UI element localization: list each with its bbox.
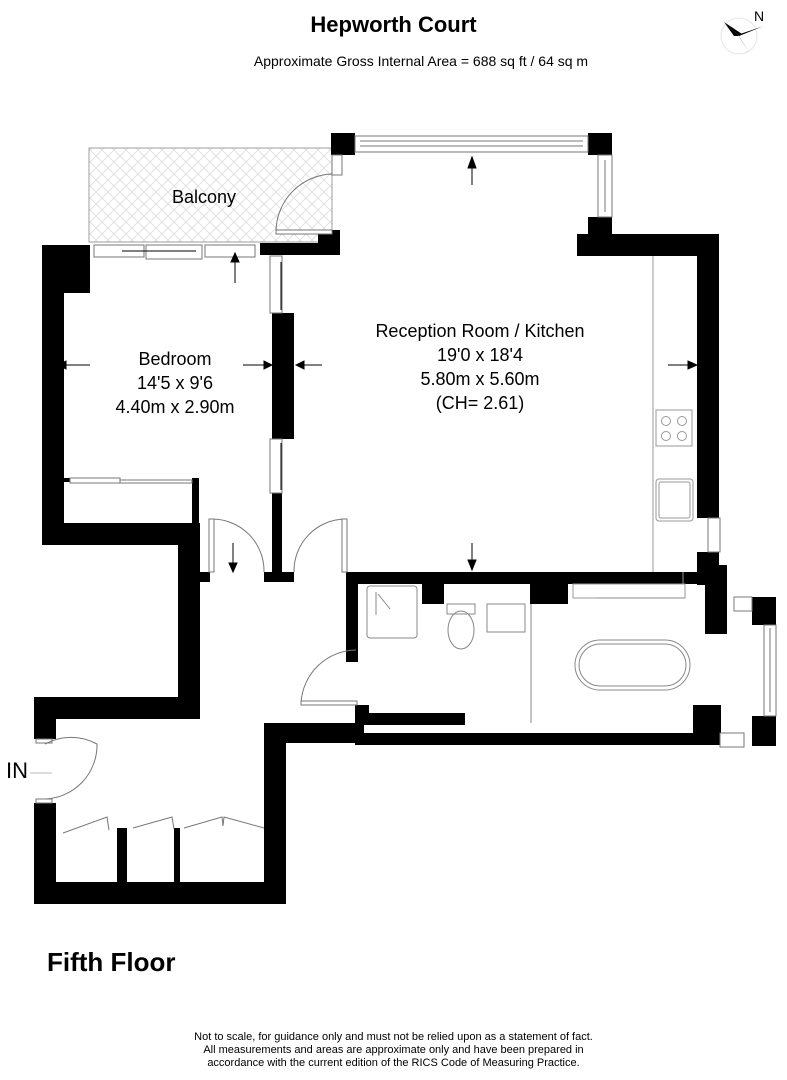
- floor-label: Fifth Floor: [47, 947, 176, 977]
- bedroom-metric: 4.40m x 2.90m: [115, 397, 235, 417]
- balcony-label: Balcony: [172, 187, 237, 207]
- door-swings: [44, 173, 358, 834]
- reception-ceiling-height: (CH= 2.61): [435, 393, 525, 413]
- property-title: Hepworth Court: [310, 12, 477, 37]
- gross-internal-area: Approximate Gross Internal Area = 688 sq…: [253, 53, 589, 69]
- disclaimer-line-3: accordance with the current edition of t…: [207, 1057, 580, 1069]
- reception-name: Reception Room / Kitchen: [375, 321, 585, 341]
- bedroom-imperial: 14'5 x 9'6: [137, 373, 213, 393]
- disclaimer: Not to scale, for guidance only and must…: [0, 1031, 787, 1070]
- entrance-label: IN: [6, 758, 28, 783]
- bedroom-label: Bedroom 14'5 x 9'6 4.40m x 2.90m: [95, 347, 255, 419]
- reception-label: Reception Room / Kitchen 19'0 x 18'4 5.8…: [350, 319, 610, 415]
- balcony-area: [88, 147, 333, 243]
- compass-icon: [720, 17, 764, 55]
- disclaimer-line-1: Not to scale, for guidance only and must…: [194, 1031, 593, 1043]
- walls: [34, 133, 776, 904]
- bathroom-fittings: [366, 585, 691, 723]
- bedroom-name: Bedroom: [138, 349, 212, 369]
- disclaimer-line-2: All measurements and areas are approxima…: [203, 1044, 584, 1056]
- reception-imperial: 19'0 x 18'4: [437, 345, 523, 365]
- compass-north-label: N: [754, 8, 765, 24]
- reception-metric: 5.80m x 5.60m: [420, 369, 540, 389]
- windows: [35, 135, 777, 804]
- kitchen-fittings: [572, 256, 694, 599]
- dimension-arrows: [30, 155, 699, 774]
